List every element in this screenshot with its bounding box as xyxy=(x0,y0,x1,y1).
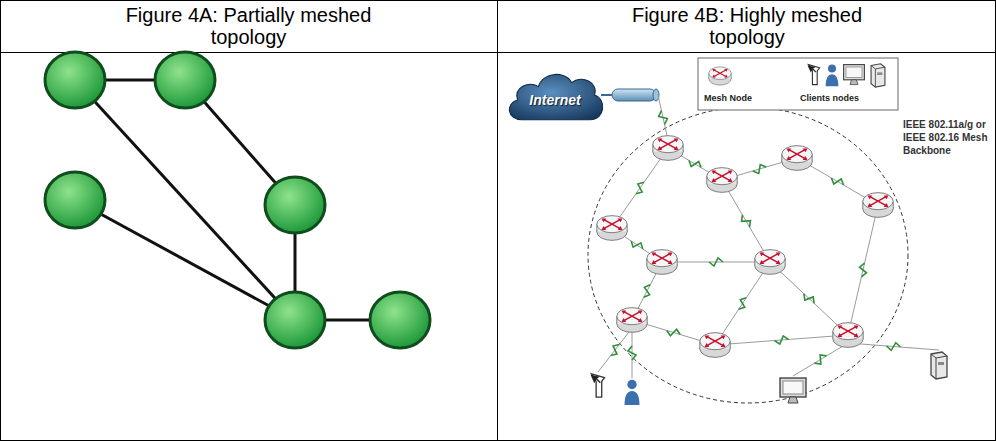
legend-text: Clients nodes xyxy=(800,93,859,103)
cloud-label: Internet xyxy=(529,92,580,108)
label-text: Figure 4A: Partially meshed topology xyxy=(99,4,399,48)
legend-text: Mesh Node xyxy=(704,93,752,103)
backbone-note: IEEE 802.11a/g or IEEE 802.16 Mesh Backb… xyxy=(903,118,991,157)
label-text: Figure 4B: Highly meshed topology xyxy=(597,4,897,48)
table-header-cell: Figure 4A: Partially meshed topology xyxy=(0,0,497,52)
internet-cloud: Internet xyxy=(503,66,607,128)
label-text: IEEE 802.11a/g or IEEE 802.16 Mesh Backb… xyxy=(903,118,991,157)
table-header-cell: Figure 4B: Highly meshed topology xyxy=(498,0,996,52)
